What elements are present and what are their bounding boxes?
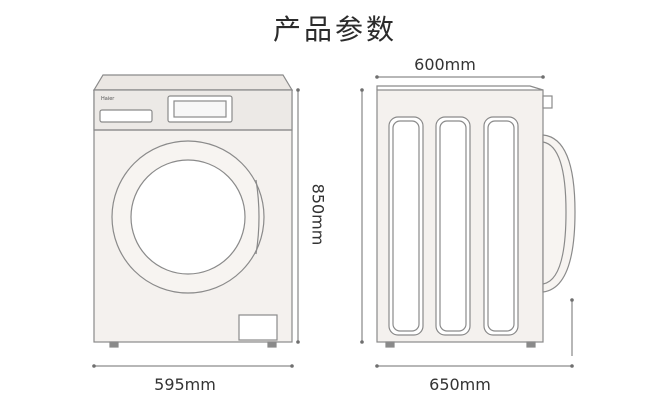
side-panel-2 — [435, 116, 471, 336]
dim-tick-side-bottom — [360, 340, 364, 344]
side-back-fitting — [542, 95, 553, 109]
dimension-label-depth-with-door: 650mm — [429, 375, 491, 394]
side-foot-right — [526, 341, 536, 348]
side-panel-1-inner — [392, 120, 420, 332]
front-view — [92, 74, 294, 348]
side-panel-3-inner — [487, 120, 515, 332]
dim-tick-650-right — [570, 364, 574, 368]
display-inner — [173, 100, 227, 118]
dimension-label-width: 595mm — [154, 375, 216, 394]
door-glass — [130, 159, 246, 275]
side-view — [376, 85, 576, 348]
dim-tick-850-top — [296, 88, 300, 92]
page-title: 产品参数 — [272, 13, 397, 46]
dim-tick-595-right — [290, 364, 294, 368]
side-panel-2-inner — [439, 120, 467, 332]
side-panel-3 — [483, 116, 519, 336]
dim-tick-side-top — [360, 88, 364, 92]
filter-cover — [238, 314, 278, 341]
dim-tick-850-bottom — [296, 340, 300, 344]
side-foot-left — [385, 341, 395, 348]
front-foot-right — [267, 341, 277, 348]
side-door-inner — [542, 141, 567, 285]
dimension-label-height: 850mm — [308, 183, 328, 246]
detergent-drawer — [99, 109, 153, 123]
front-foot-left — [109, 341, 119, 348]
dimension-label-depth: 600mm — [414, 55, 476, 74]
side-door-profile — [542, 134, 576, 293]
door-hinge — [255, 179, 260, 255]
side-top-edge — [376, 85, 544, 91]
dim-tick-600-right — [541, 75, 545, 79]
dim-tick-door-top — [570, 298, 574, 302]
dim-tick-595-left — [92, 364, 96, 368]
dim-tick-650-left — [375, 364, 379, 368]
dim-tick-600-left — [375, 75, 379, 79]
side-panel-1 — [388, 116, 424, 336]
front-top-panel — [92, 74, 294, 91]
brand-logo: Haier — [101, 96, 115, 102]
dimension-lines — [92, 75, 574, 368]
